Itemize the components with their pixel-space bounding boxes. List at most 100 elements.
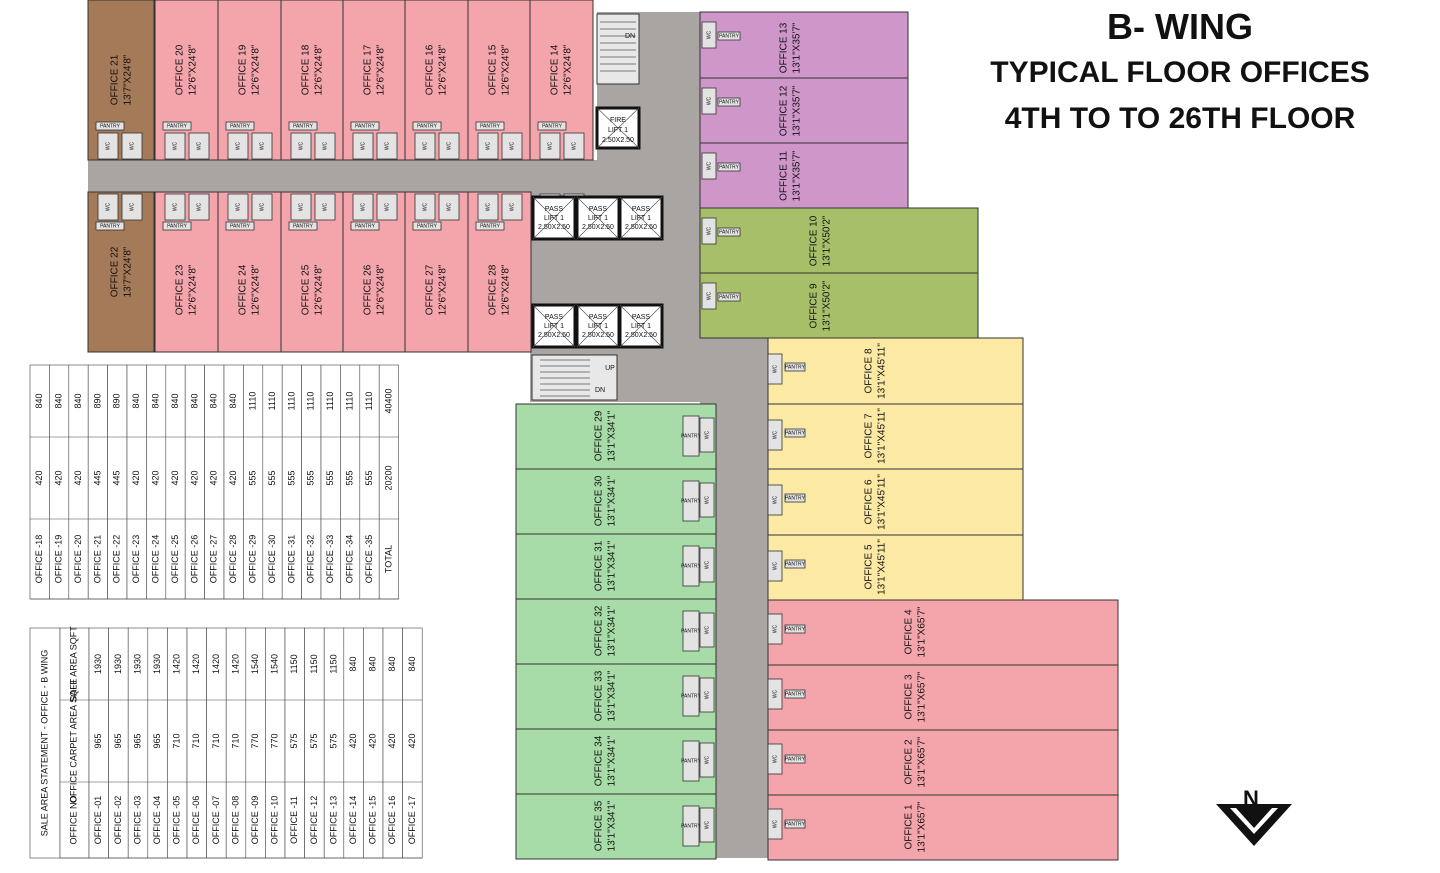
fire-lift-name: LIFT 1 [608, 127, 628, 134]
pantry-cell [475, 121, 505, 131]
table-cell-sale: 1420 [172, 654, 182, 674]
table-cell-sale: 840 [34, 393, 44, 408]
table-cell-office: OFFICE -34 [344, 535, 354, 584]
table-cell-office: OFFICE -35 [364, 535, 374, 584]
office-7 [767, 403, 1024, 470]
table-cell-office: OFFICE -04 [152, 796, 162, 845]
pantry-label: PANTRY [785, 626, 805, 632]
wc-label: WC [196, 141, 202, 150]
wc-cell [701, 217, 717, 245]
office-size: 12'6"X24'8" [314, 264, 325, 315]
table-cell-carpet: 420 [150, 470, 160, 485]
table-cell-carpet: 420 [228, 470, 238, 485]
office-size: 12'6"X24'8" [438, 44, 449, 95]
pantry-label: PANTRY [785, 561, 805, 567]
office-name: OFFICE 2 [904, 739, 915, 784]
office-name: OFFICE 21 [110, 54, 121, 105]
table-title: SALE AREA STATEMENT - OFFICE - B WING [39, 650, 49, 837]
wc-label: WC [772, 754, 778, 763]
table-cell-sale: 1930 [132, 654, 142, 674]
pantry-label: PANTRY [719, 164, 739, 170]
wc-cell [227, 132, 249, 160]
pantry-label: PANTRY [785, 691, 805, 697]
wc-label: WC [704, 690, 710, 699]
table-cell-carpet: 445 [112, 470, 122, 485]
table-cell-office: OFFICE -31 [286, 535, 296, 584]
wc-cell [701, 87, 717, 115]
pass-lift-label: PASS [545, 206, 563, 213]
wc-label: WC [422, 141, 428, 150]
table-cell-carpet: 575 [309, 733, 319, 748]
table-cell-office: OFFICE -30 [267, 535, 277, 584]
wc-label: WC [322, 141, 328, 150]
office-3 [767, 664, 1119, 731]
wc-label: WC [172, 202, 178, 211]
office-size: 13'1"X34'1" [607, 475, 618, 526]
office-name: OFFICE 31 [594, 540, 605, 591]
wc-cell [227, 193, 249, 221]
wc-label: WC [772, 689, 778, 698]
table-cell-carpet: 710 [230, 733, 240, 748]
table-cell-office: OFFICE -15 [368, 796, 378, 845]
pantry-label: PANTRY [719, 229, 739, 235]
office-size: 13'1"X35'7" [792, 150, 803, 201]
office-size: 13'7"X24'8" [123, 246, 134, 297]
table-cell-office: OFFICE -20 [73, 535, 83, 584]
office-name: OFFICE 10 [809, 215, 820, 266]
office-name: OFFICE 20 [175, 44, 186, 95]
table-cell-carpet: 420 [209, 470, 219, 485]
wc-label: WC [704, 560, 710, 569]
table-cell-office: OFFICE -19 [53, 535, 63, 584]
wc-label: WC [322, 202, 328, 211]
table-cell-office: OFFICE -01 [93, 796, 103, 845]
pass-lift-size: 2.50X2.50 [625, 332, 657, 339]
office-4 [767, 599, 1119, 666]
wc-cell [164, 193, 186, 221]
table-header: SALE AREA SQFT [68, 626, 78, 702]
pantry-cell [288, 121, 318, 131]
pantry-label: PANTRY [681, 563, 701, 569]
office-12 [699, 77, 909, 144]
table-cell-carpet: 770 [270, 733, 280, 748]
office-name: OFFICE 29 [594, 410, 605, 461]
pantry-label: PANTRY [785, 364, 805, 370]
pantry-label: PANTRY [480, 123, 500, 129]
wc-label: WC [706, 161, 712, 170]
pantry-label: PANTRY [417, 223, 437, 229]
table-cell-sale: 1420 [230, 654, 240, 674]
table-cell-sale: 840 [131, 393, 141, 408]
table-cell-office: OFFICE -27 [209, 535, 219, 584]
office-size: 13'1"X65'7" [917, 736, 928, 787]
office-size: 13'1"X45'11" [877, 408, 888, 464]
compass-core [1236, 808, 1272, 828]
pantry-label: PANTRY [681, 628, 701, 634]
wc-label: WC [772, 495, 778, 504]
pantry-cell [784, 689, 806, 699]
wc-cell [699, 417, 715, 453]
table-cell-carpet: 420 [53, 470, 63, 485]
office-name: OFFICE 22 [110, 246, 121, 297]
stair-south [531, 354, 618, 401]
office-name: OFFICE 11 [779, 151, 790, 201]
wc-cell [539, 132, 561, 160]
table-cell-carpet: 420 [368, 733, 378, 748]
wc-cell [501, 132, 523, 160]
table-cell-carpet: 555 [267, 470, 277, 485]
table-cell-carpet: 420 [73, 470, 83, 485]
pantry-label: PANTRY [480, 223, 500, 229]
table-cell-office: OFFICE -13 [328, 796, 338, 845]
pantry-label: PANTRY [681, 433, 701, 439]
wc-label: WC [360, 202, 366, 211]
wc-cell [414, 132, 436, 160]
wc-cell [477, 132, 499, 160]
wc-cell [376, 193, 398, 221]
pantry-cell [784, 819, 806, 829]
wc-cell [767, 353, 783, 385]
pantry-label: PANTRY [681, 693, 701, 699]
table-cell-office: TOTAL [383, 545, 393, 573]
office-name: OFFICE 17 [363, 44, 374, 95]
pantry-cell [682, 675, 700, 717]
pass-lift-size: 2.50X2.50 [625, 224, 657, 231]
office-size: 13'1"X35'7" [792, 85, 803, 136]
office-size: 13'1"X34'1" [607, 670, 618, 721]
